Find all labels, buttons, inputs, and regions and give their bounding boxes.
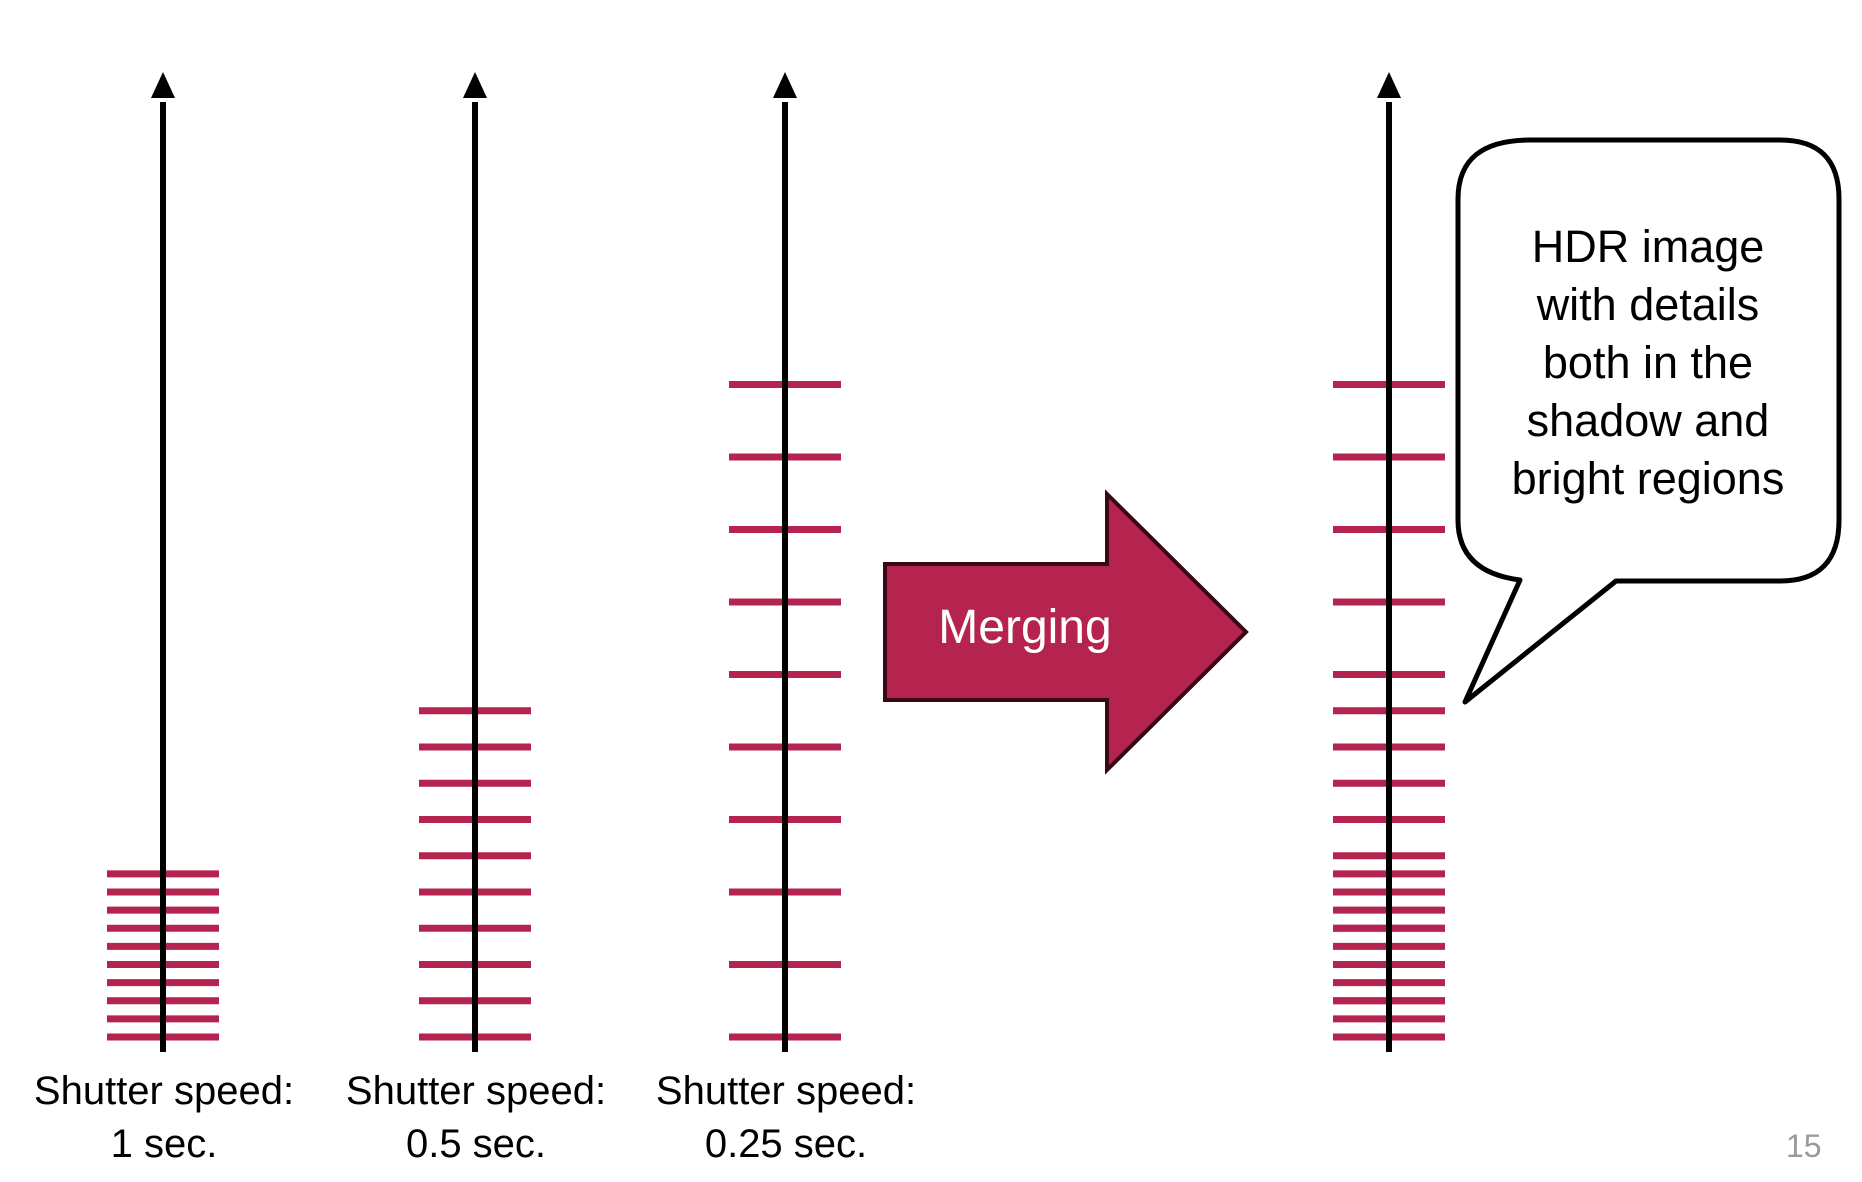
exposure-label-2-title: Shutter speed:: [345, 1069, 607, 1113]
callout-line-5: bright regions: [1511, 453, 1785, 504]
exposure-label-2: Shutter speed: 0.5 sec.: [326, 1065, 626, 1171]
exposure-3-arrowhead: [773, 72, 797, 98]
callout-line-3: both in the: [1542, 337, 1754, 388]
exposure-1-arrowhead: [151, 72, 175, 98]
exposure-label-3-speed: 0.25 sec.: [704, 1122, 868, 1166]
hdr-arrowhead: [1377, 72, 1401, 98]
exposure-label-3: Shutter speed: 0.25 sec.: [636, 1065, 936, 1171]
callout-line-1: HDR image: [1531, 221, 1765, 272]
callout-text: HDR image with details both in the shado…: [1468, 218, 1828, 508]
callout-line-2: with details: [1536, 279, 1760, 330]
exposure-label-1-speed: 1 sec.: [110, 1122, 218, 1166]
merge-arrow-label: Merging: [938, 601, 1112, 654]
exposure-label-1-title: Shutter speed:: [33, 1069, 295, 1113]
callout-line-4: shadow and: [1526, 395, 1770, 446]
exposure-label-2-speed: 0.5 sec.: [405, 1122, 547, 1166]
page-number: 15: [1786, 1128, 1822, 1164]
merge-arrow: [883, 489, 1249, 775]
exposure-2-arrowhead: [463, 72, 487, 98]
callout-bubble: [1455, 137, 1842, 705]
exposure-label-1: Shutter speed: 1 sec.: [14, 1065, 314, 1171]
exposure-label-3-title: Shutter speed:: [655, 1069, 917, 1113]
